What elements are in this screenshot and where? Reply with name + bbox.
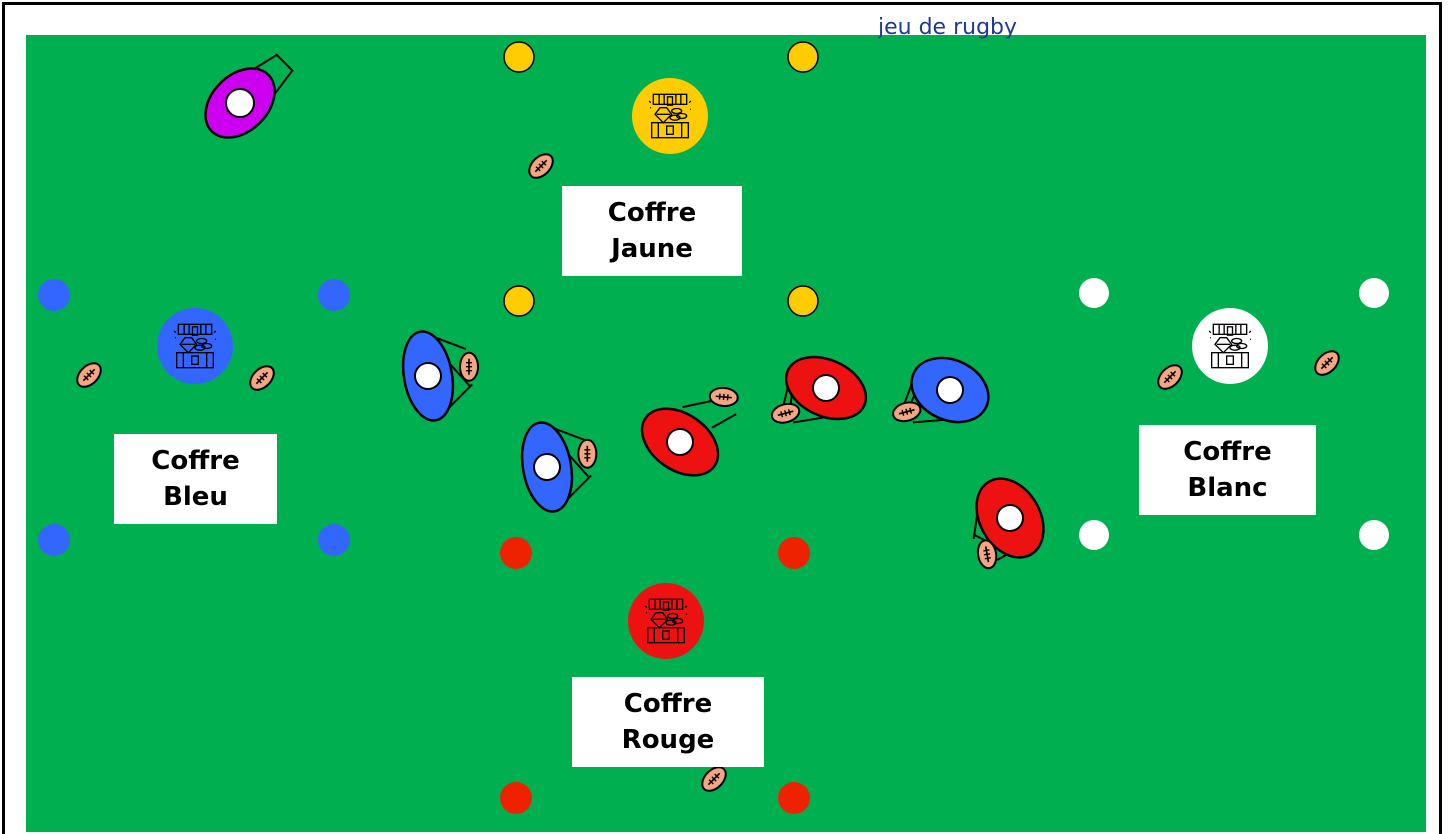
cone-marker xyxy=(1359,278,1389,308)
yellow-treasure-chest-icon xyxy=(632,78,708,154)
player-red xyxy=(630,355,759,489)
rugby-ball-icon xyxy=(698,763,731,796)
cone-marker xyxy=(778,782,810,814)
rugby-ball-icon xyxy=(246,362,279,395)
cone-marker xyxy=(504,286,534,316)
player-blue xyxy=(885,343,999,456)
rugby-ball-icon xyxy=(73,359,106,392)
player-red xyxy=(764,345,876,457)
white-treasure-chest-icon xyxy=(1192,308,1268,384)
label-line: Rouge xyxy=(622,722,715,758)
label-line: Bleu xyxy=(151,479,239,515)
player-purple xyxy=(192,41,302,151)
cone-marker xyxy=(778,537,810,569)
player-blue xyxy=(516,413,608,515)
player-red xyxy=(945,467,1057,580)
cone-marker xyxy=(500,537,532,569)
cone-marker xyxy=(318,279,350,311)
rugby-ball-icon xyxy=(525,150,558,183)
cone-marker xyxy=(788,42,818,72)
label-line: Blanc xyxy=(1183,470,1271,506)
label-line: Coffre xyxy=(151,443,239,479)
cone-marker xyxy=(38,279,70,311)
red-zone-cones xyxy=(500,537,810,814)
cone-marker xyxy=(1079,278,1109,308)
rugby-ball-icon xyxy=(1154,361,1187,394)
cone-marker xyxy=(38,524,70,556)
cone-marker xyxy=(318,524,350,556)
rugby-ball-icon xyxy=(1311,347,1344,380)
label-line: Coffre xyxy=(622,686,715,722)
blue-treasure-chest-icon xyxy=(157,308,233,384)
cone-marker xyxy=(1359,520,1389,550)
cone-marker xyxy=(500,782,532,814)
cone-marker xyxy=(1079,520,1109,550)
label-line: Coffre xyxy=(1183,434,1271,470)
label-line: Jaune xyxy=(608,231,696,267)
label-line: Coffre xyxy=(608,195,696,231)
player-blue xyxy=(397,322,489,424)
cone-marker xyxy=(504,42,534,72)
cone-marker xyxy=(788,286,818,316)
red-treasure-chest-icon xyxy=(628,583,704,659)
